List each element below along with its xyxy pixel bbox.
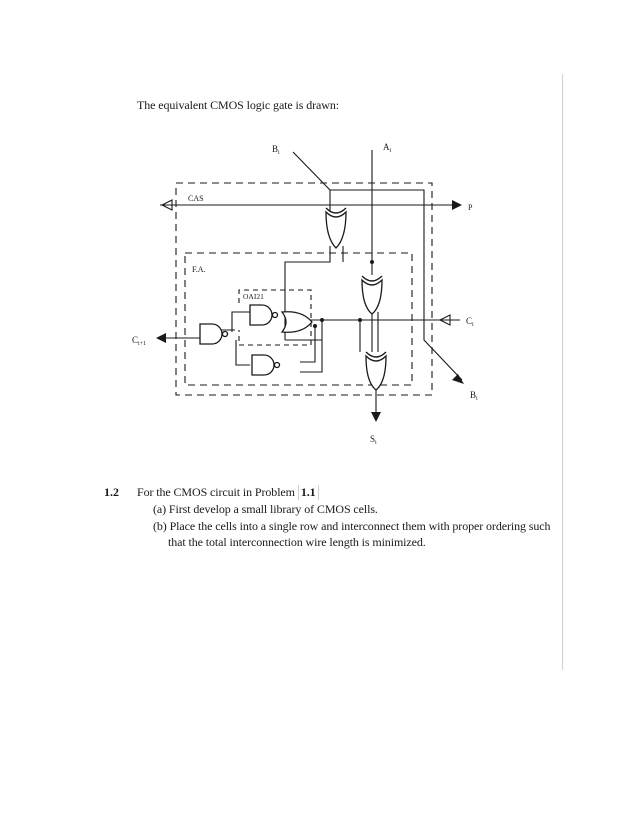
- label-ai: Ai: [383, 142, 392, 154]
- label-bi-top: Bi: [272, 144, 280, 156]
- label-si: Si: [370, 434, 377, 446]
- page-edge-rule: [562, 74, 563, 670]
- nand-gate-3: [199, 323, 229, 345]
- problem-reference-link[interactable]: 1.1: [297, 485, 319, 500]
- or-gate: [280, 311, 313, 333]
- junction-dot: [370, 260, 374, 264]
- cout-arrow-icon: [156, 333, 166, 343]
- nand-gate-2: [251, 354, 281, 376]
- oai-input-wire-1: [231, 311, 250, 332]
- xor-gate-2: [361, 275, 383, 315]
- junction-dot: [358, 318, 362, 322]
- problem-lead-line: For the CMOS circuit in Problem 1.1: [137, 485, 319, 500]
- label-p: P: [468, 203, 473, 212]
- label-bi-out: Bi: [470, 390, 478, 402]
- label-oai21: OAI21: [243, 292, 264, 301]
- xor-gate-3: [365, 351, 387, 391]
- label-cas: CAS: [188, 194, 204, 203]
- problem-part-b-line1: (b) Place the cells into a single row an…: [153, 519, 551, 533]
- junction-dot: [313, 324, 317, 328]
- label-ci1: Ci+1: [132, 335, 146, 347]
- p-arrow-icon: [452, 200, 462, 210]
- problem-number: 1.2: [104, 485, 119, 499]
- junction-dot: [320, 318, 324, 322]
- cas-boundary-box: [175, 182, 433, 396]
- full-adder-boundary-box: [184, 252, 413, 386]
- problem-part-a: (a) First develop a small library of CMO…: [153, 502, 378, 516]
- problem-part-b-line2: that the total interconnection wire leng…: [168, 535, 426, 549]
- cas-in-arrow-icon: [160, 199, 173, 211]
- xor1-out-wire: [284, 246, 331, 340]
- cas-circuit-diagram: Bi Ai CAS P F.A. OAI21 Ci Ci+1 Bi Si: [132, 142, 478, 446]
- oai21-boundary-box: [238, 289, 312, 346]
- xor-gate-1: [325, 207, 347, 249]
- bi-wire: [292, 151, 331, 212]
- and-feed-wire: [300, 320, 323, 373]
- label-full-adder: F.A.: [192, 265, 206, 274]
- nand-gate-1: [249, 304, 279, 326]
- and-feed-wire-b: [300, 326, 316, 363]
- intro-text: The equivalent CMOS logic gate is drawn:: [137, 98, 339, 112]
- bi-out-arrow-icon: [452, 374, 464, 384]
- oai-input-wire-2: [235, 340, 250, 366]
- bi-pass-wire: [330, 189, 463, 381]
- label-ci: Ci: [466, 316, 474, 328]
- si-arrow-icon: [371, 412, 381, 422]
- problem-lead: For the CMOS circuit in Problem: [137, 485, 295, 499]
- ci-in-arrow-icon: [438, 314, 451, 326]
